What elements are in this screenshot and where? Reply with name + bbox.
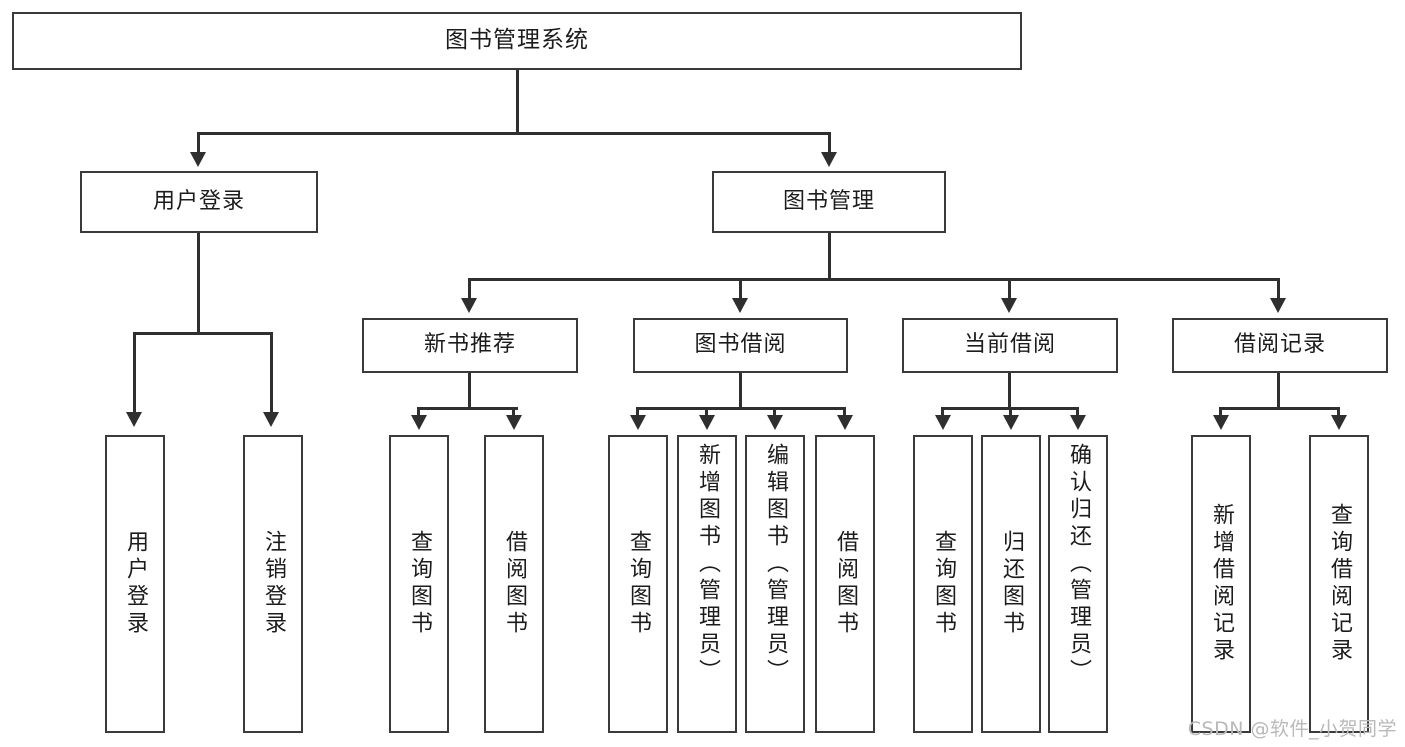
leaf-new-book-borrow-book[interactable]: 借阅图书: [484, 435, 544, 733]
leaf-book-borrow-query-book[interactable]: 查询图书: [608, 435, 668, 733]
leaf-label: 借阅图书: [833, 530, 858, 638]
leaf-book-borrow-edit-book-admin[interactable]: 编辑图书（管理员）: [745, 435, 805, 733]
arrowhead-leaf-new-book-1: [506, 415, 522, 430]
leaf-label: 查询借阅记录: [1327, 503, 1352, 665]
arrowhead-book-borrow: [732, 298, 748, 313]
connector-drop-leaf-book-borrow-0: [636, 407, 639, 417]
connector-new-book-stem: [468, 373, 471, 409]
node-label: 图书管理系统: [445, 27, 589, 54]
leaf-label: 编辑图书（管理员）: [763, 443, 788, 686]
arrowhead-book-management: [821, 152, 837, 167]
connector-drop-current-borrow: [1008, 278, 1011, 300]
connector-drop-book-borrow: [739, 278, 742, 300]
leaf-book-borrow-add-book-admin[interactable]: 新增图书（管理员）: [677, 435, 737, 733]
node-new-book-recommend[interactable]: 新书推荐: [362, 318, 578, 373]
connector-drop-leaf-new-book-1: [512, 407, 515, 417]
leaf-label: 确认归还（管理员）: [1066, 443, 1091, 686]
arrowhead-user-login: [190, 152, 206, 167]
leaf-current-borrow-query-book[interactable]: 查询图书: [913, 435, 973, 733]
node-user-login[interactable]: 用户登录: [80, 171, 318, 233]
leaf-label: 新增图书（管理员）: [695, 443, 720, 686]
leaf-label: 查询图书: [626, 530, 651, 638]
connector-current-borrow-stem: [1008, 373, 1011, 409]
arrowhead-leaf-current-borrow-0: [935, 415, 951, 430]
arrowhead-borrow-record: [1270, 298, 1286, 313]
connector-drop-leaf-current-borrow-1: [1009, 407, 1012, 417]
arrowhead-leaf-user-login-1: [263, 412, 279, 427]
node-book-borrow[interactable]: 图书借阅: [633, 318, 848, 373]
connector-drop-leaf-book-borrow-3: [843, 407, 846, 417]
connector-drop-new-book: [468, 278, 471, 300]
connector-book-management-stem: [828, 233, 831, 280]
leaf-new-book-query-book[interactable]: 查询图书: [389, 435, 449, 733]
arrowhead-leaf-book-borrow-2: [767, 415, 783, 430]
leaf-borrow-record-query-record[interactable]: 查询借阅记录: [1309, 435, 1369, 733]
leaf-label: 新增借阅记录: [1209, 503, 1234, 665]
leaf-user-login-logout[interactable]: 注销登录: [243, 435, 303, 733]
arrowhead-leaf-borrow-record-0: [1213, 415, 1229, 430]
connector-new-book-bus: [417, 407, 518, 410]
leaf-current-borrow-return-book[interactable]: 归还图书: [981, 435, 1041, 733]
connector-drop-leaf-borrow-record-0: [1219, 407, 1222, 417]
csdn-watermark: CSDN @软件_小贺同学: [1187, 718, 1397, 740]
leaf-label: 查询图书: [407, 530, 432, 638]
arrowhead-new-book: [461, 298, 477, 313]
connector-drop-leaf-book-borrow-2: [773, 407, 776, 417]
arrowhead-leaf-borrow-record-1: [1331, 415, 1347, 430]
connector-level2-bus: [197, 132, 831, 135]
arrowhead-leaf-current-borrow-1: [1003, 415, 1019, 430]
connector-drop-leaf-current-borrow-0: [941, 407, 944, 417]
node-label: 图书管理: [782, 188, 875, 214]
arrowhead-leaf-user-login-0: [126, 412, 142, 427]
connector-drop-leaf-book-borrow-1: [705, 407, 708, 417]
node-root-book-management-system[interactable]: 图书管理系统: [12, 12, 1022, 70]
arrowhead-leaf-book-borrow-3: [837, 415, 853, 430]
leaf-label: 借阅图书: [502, 530, 527, 638]
connector-drop-borrow-record: [1277, 278, 1280, 300]
node-book-management[interactable]: 图书管理: [712, 171, 946, 233]
node-label: 用户登录: [152, 188, 245, 214]
connector-drop-leaf-borrow-record-1: [1337, 407, 1340, 417]
leaf-user-login-login[interactable]: 用户登录: [105, 435, 165, 733]
leaf-label: 注销登录: [261, 530, 286, 638]
node-label: 当前借阅: [963, 332, 1056, 358]
connector-drop-leaf-user-login-0: [133, 332, 136, 414]
node-label: 新书推荐: [423, 332, 516, 358]
connector-borrow-record-bus: [1219, 407, 1339, 410]
arrowhead-leaf-new-book-0: [411, 415, 427, 430]
node-label: 借阅记录: [1233, 332, 1326, 358]
leaf-borrow-record-add-record[interactable]: 新增借阅记录: [1191, 435, 1251, 733]
leaf-label: 查询图书: [931, 530, 956, 638]
leaf-book-borrow-borrow-book[interactable]: 借阅图书: [815, 435, 875, 733]
arrowhead-leaf-book-borrow-0: [630, 415, 646, 430]
connector-drop-leaf-user-login-1: [270, 332, 273, 414]
connector-level3-bus: [468, 278, 1280, 281]
connector-drop-leaf-new-book-0: [417, 407, 420, 417]
leaf-label: 归还图书: [999, 530, 1024, 638]
connector-borrow-record-stem: [1277, 373, 1280, 409]
connector-root-stem: [516, 70, 519, 134]
connector-drop-leaf-current-borrow-2: [1076, 407, 1079, 417]
node-borrow-record[interactable]: 借阅记录: [1172, 318, 1388, 373]
connector-user-login-bus: [133, 332, 270, 335]
node-label: 图书借阅: [694, 332, 787, 358]
connector-book-borrow-stem: [739, 373, 742, 409]
arrowhead-leaf-book-borrow-1: [699, 415, 715, 430]
node-current-borrow[interactable]: 当前借阅: [902, 318, 1118, 373]
connector-user-login-stem: [197, 233, 200, 334]
connector-drop-book-management: [828, 132, 831, 154]
connector-drop-user-login: [197, 132, 200, 154]
arrowhead-leaf-current-borrow-2: [1070, 415, 1086, 430]
leaf-label: 用户登录: [123, 530, 148, 638]
connector-book-borrow-bus: [636, 407, 846, 410]
leaf-current-borrow-confirm-return-admin[interactable]: 确认归还（管理员）: [1048, 435, 1108, 733]
arrowhead-current-borrow: [1001, 298, 1017, 313]
